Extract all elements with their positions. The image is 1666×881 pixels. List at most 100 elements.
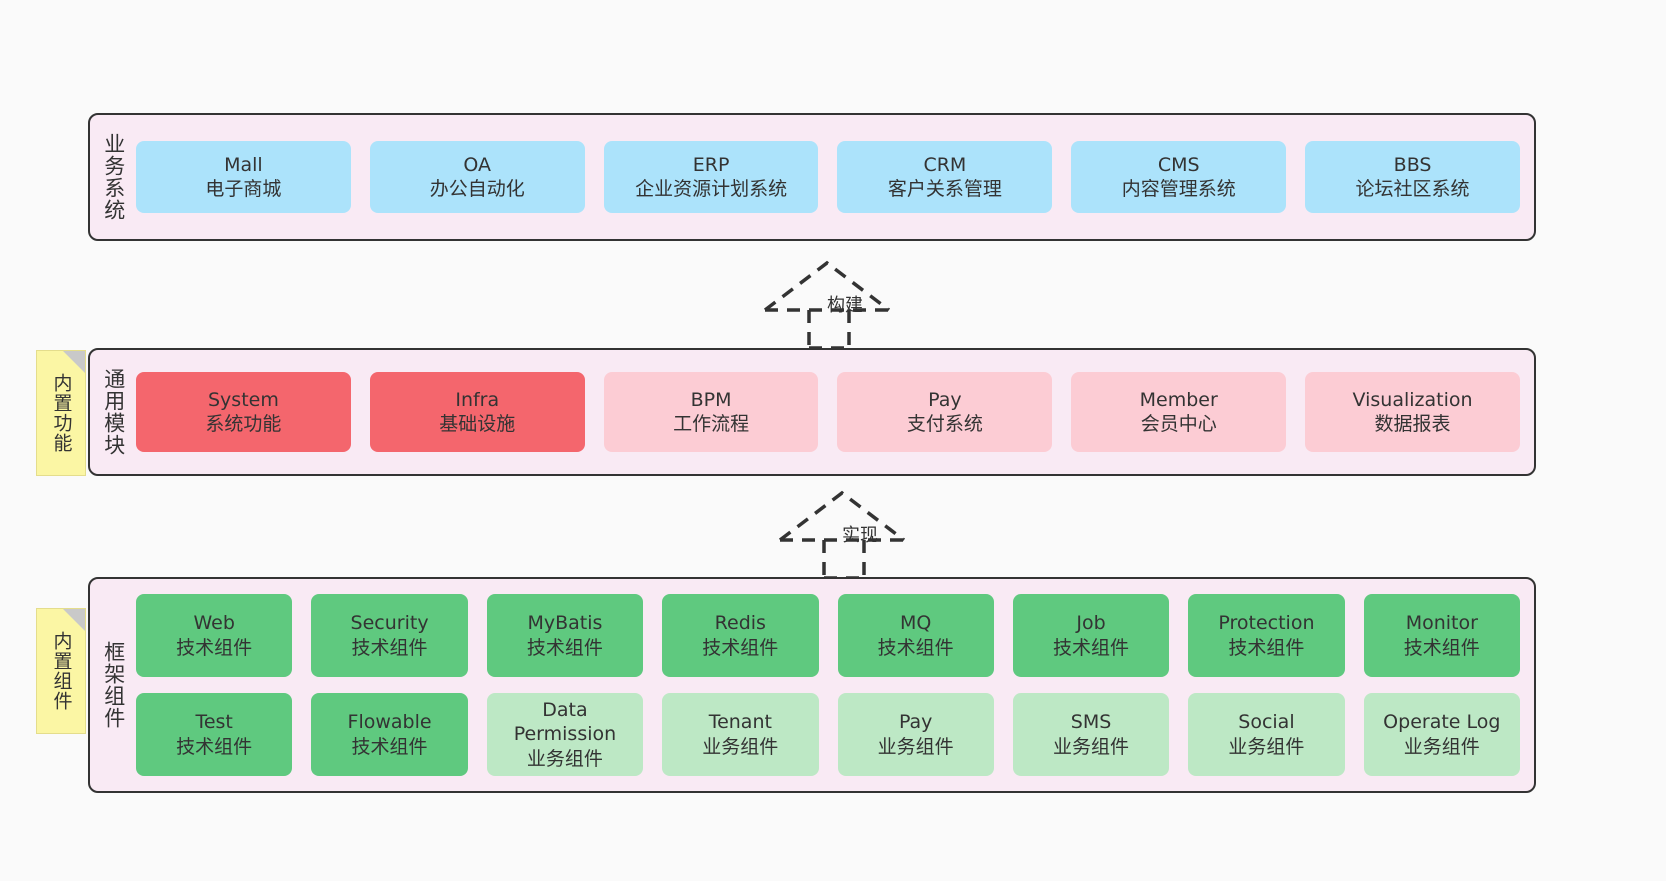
card-monitor[interactable]: Monitor 技术组件 — [1363, 594, 1520, 677]
card-title-cn: 业务组件 — [702, 735, 779, 758]
card-title-cn: 业务组件 — [1403, 735, 1480, 758]
framework-card-row-1: Web 技术组件 Security 技术组件 MyBatis 技术组件 Redi… — [136, 594, 1520, 677]
card-title-cn: 业务组件 — [1053, 735, 1130, 758]
card-security[interactable]: Security 技术组件 — [311, 594, 468, 677]
card-title-cn: 技术组件 — [1403, 636, 1480, 659]
sticky-note-builtin-features: 内置功能 — [36, 350, 86, 476]
layer-title-modules: 通用模块 — [101, 368, 126, 456]
card-mq[interactable]: MQ 技术组件 — [837, 594, 994, 677]
card-erp[interactable]: ERP 企业资源计划系统 — [603, 141, 819, 213]
card-title-en: BBS — [1393, 153, 1432, 176]
card-title-en: System — [207, 388, 279, 411]
card-title-cn: 业务组件 — [877, 735, 954, 758]
card-title-cn: 技术组件 — [351, 735, 428, 758]
card-tenant[interactable]: Tenant 业务组件 — [662, 693, 819, 776]
card-title-en: ERP — [692, 153, 730, 176]
card-data-permission[interactable]: Data Permission 业务组件 — [486, 693, 644, 776]
card-mybatis[interactable]: MyBatis 技术组件 — [486, 594, 644, 677]
card-title-cn: 内容管理系统 — [1121, 178, 1236, 200]
card-title-cn: 工作流程 — [673, 413, 750, 435]
card-title-en: BPM — [690, 388, 732, 411]
card-title-en: OA — [463, 153, 492, 176]
card-bbs[interactable]: BBS 论坛社区系统 — [1305, 141, 1520, 213]
card-title-en: Job — [1076, 612, 1106, 635]
layer-business-systems: 业务系统 Mall 电子商城 OA 办公自动化 ERP 企业资源计划系统 CRM… — [88, 113, 1536, 241]
sticky-note-label: 内置功能 — [50, 373, 73, 453]
card-visualization[interactable]: Visualization 数据报表 — [1305, 372, 1520, 452]
modules-card-row: System 系统功能 Infra 基础设施 BPM 工作流程 Pay 支付系统… — [136, 372, 1520, 452]
card-mall[interactable]: Mall 电子商城 — [136, 141, 351, 213]
connector-build: 构建 — [745, 255, 945, 350]
card-title-cn: 办公自动化 — [429, 178, 525, 200]
card-title-cn: 技术组件 — [351, 636, 428, 659]
card-operate-log[interactable]: Operate Log 业务组件 — [1363, 693, 1520, 776]
card-infra[interactable]: Infra 基础设施 — [369, 372, 585, 452]
card-redis[interactable]: Redis 技术组件 — [662, 594, 819, 677]
card-cms[interactable]: CMS 内容管理系统 — [1071, 141, 1287, 213]
layer-framework-components: 框架组件 Web 技术组件 Security 技术组件 MyBatis 技术组件… — [88, 577, 1536, 793]
card-title-cn: 业务组件 — [1228, 735, 1305, 758]
card-title-cn: 会员中心 — [1140, 413, 1217, 435]
card-title-cn: 系统功能 — [205, 413, 282, 435]
card-title-en: Test — [195, 711, 233, 734]
card-title-en: Social — [1238, 711, 1295, 734]
card-title-cn: 技术组件 — [176, 735, 253, 758]
card-title-en: Pay — [898, 711, 933, 734]
layer-title-business: 业务系统 — [101, 133, 126, 221]
generalization-arrow-icon — [763, 260, 891, 350]
layer-body-business: Mall 电子商城 OA 办公自动化 ERP 企业资源计划系统 CRM 客户关系… — [136, 115, 1534, 239]
framework-card-row-2: Test 技术组件 Flowable 技术组件 Data Permission … — [136, 693, 1520, 776]
card-job[interactable]: Job 技术组件 — [1012, 594, 1170, 677]
card-title-cn: 技术组件 — [1228, 636, 1305, 659]
card-title-cn: 技术组件 — [702, 636, 779, 659]
card-sms[interactable]: SMS 业务组件 — [1012, 693, 1170, 776]
card-title-en: Mall — [224, 153, 263, 176]
layer-common-modules: 通用模块 System 系统功能 Infra 基础设施 BPM 工作流程 Pay… — [88, 348, 1536, 476]
card-title-cn: 论坛社区系统 — [1355, 178, 1470, 200]
card-crm[interactable]: CRM 客户关系管理 — [837, 141, 1053, 213]
card-title-en: Pay — [928, 388, 962, 411]
card-title-en: Data Permission — [513, 699, 617, 746]
card-title-cn: 支付系统 — [906, 413, 983, 435]
card-title-cn: 数据报表 — [1374, 413, 1451, 435]
card-member[interactable]: Member 会员中心 — [1071, 372, 1287, 452]
card-title-en: MyBatis — [527, 612, 603, 635]
card-title-en: Security — [350, 612, 429, 635]
card-title-en: Tenant — [708, 711, 772, 734]
card-title-cn: 技术组件 — [877, 636, 954, 659]
card-title-en: CRM — [923, 153, 967, 176]
sticky-note-label: 内置组件 — [50, 631, 73, 711]
card-title-en: Web — [193, 612, 235, 635]
card-protection[interactable]: Protection 技术组件 — [1188, 594, 1345, 677]
card-web[interactable]: Web 技术组件 — [136, 594, 293, 677]
card-title-cn: 企业资源计划系统 — [635, 178, 788, 200]
connector-realize: 实现 — [760, 485, 960, 580]
card-system[interactable]: System 系统功能 — [136, 372, 351, 452]
card-social[interactable]: Social 业务组件 — [1188, 693, 1345, 776]
card-title-en: Infra — [455, 388, 500, 411]
card-title-en: MQ — [900, 612, 932, 635]
card-title-en: Operate Log — [1383, 711, 1501, 734]
card-title-en: Visualization — [1352, 388, 1473, 411]
card-title-cn: 基础设施 — [439, 413, 516, 435]
card-title-en: CMS — [1157, 153, 1200, 176]
card-title-en: Redis — [714, 612, 766, 635]
layer-title-framework: 框架组件 — [101, 641, 126, 729]
sticky-note-builtin-components: 内置组件 — [36, 608, 86, 734]
card-title-en: Flowable — [347, 711, 432, 734]
card-title-en: Member — [1139, 388, 1218, 411]
card-bpm[interactable]: BPM 工作流程 — [603, 372, 819, 452]
card-title-cn: 客户关系管理 — [887, 178, 1002, 200]
card-pay-module[interactable]: Pay 支付系统 — [837, 372, 1053, 452]
card-test[interactable]: Test 技术组件 — [136, 693, 293, 776]
card-pay-component[interactable]: Pay 业务组件 — [837, 693, 994, 776]
layer-body-framework: Web 技术组件 Security 技术组件 MyBatis 技术组件 Redi… — [136, 579, 1534, 791]
card-oa[interactable]: OA 办公自动化 — [369, 141, 585, 213]
card-title-cn: 技术组件 — [176, 636, 253, 659]
card-title-cn: 技术组件 — [526, 636, 603, 659]
card-title-cn: 技术组件 — [1053, 636, 1130, 659]
layer-body-modules: System 系统功能 Infra 基础设施 BPM 工作流程 Pay 支付系统… — [136, 350, 1534, 474]
card-flowable[interactable]: Flowable 技术组件 — [311, 693, 468, 776]
business-card-row: Mall 电子商城 OA 办公自动化 ERP 企业资源计划系统 CRM 客户关系… — [136, 141, 1520, 213]
